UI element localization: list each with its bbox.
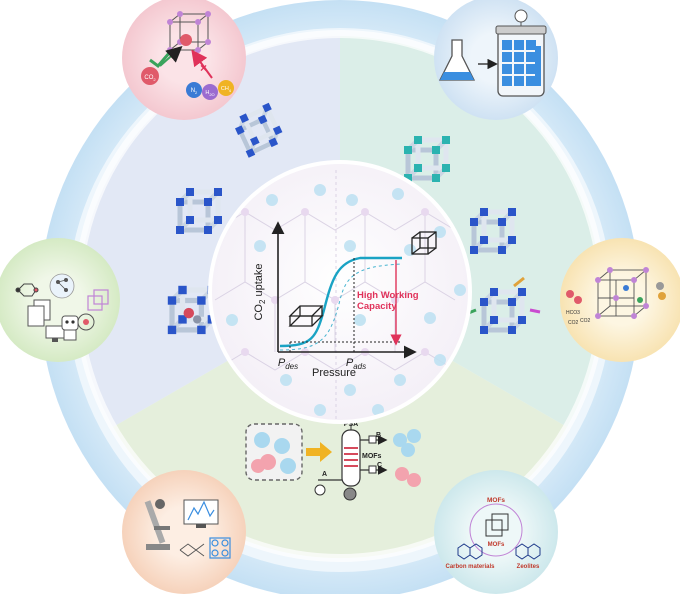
capacity-label-line1: High Working [357, 290, 419, 301]
x-axis-label: Pressure [312, 367, 356, 379]
p-des-label: Pdes [278, 357, 298, 371]
psa-column [341, 429, 361, 487]
c-label: C [377, 462, 382, 469]
mof-structure-icon [209, 537, 231, 559]
circle-bg [434, 470, 558, 594]
zeolite-icon [515, 543, 541, 560]
flask-icon [438, 39, 476, 81]
robot-icon [61, 315, 79, 341]
valve-icon [314, 484, 326, 496]
capacity-label-line2: Capacity [357, 301, 397, 312]
circle-binding: HCO3 CO2 CO2 [560, 238, 680, 362]
circle-bg [122, 470, 246, 594]
circle-characterization [122, 470, 246, 594]
venn-circle [469, 503, 523, 557]
p-ads-label: Pads [346, 357, 366, 371]
circle-bg [560, 238, 680, 362]
lattice-icon-high [411, 231, 437, 255]
isotherm-curve [279, 256, 402, 348]
zeolites-label: Zeolites [517, 564, 540, 570]
circle-selectivity: × CO2 N2 H2O CH4 [122, 0, 246, 120]
process-arrow-icon [306, 442, 332, 462]
lattice-icon-low [288, 305, 324, 327]
carbon-label: Carbon materials [445, 564, 495, 570]
mof-cube-3 [168, 286, 216, 334]
target-icon [77, 313, 95, 331]
pump-icon [343, 487, 357, 501]
separation-process: PSA B C MOFs A [245, 421, 421, 501]
ch4-molecule: CH4 [221, 86, 232, 93]
circle-bg [122, 0, 246, 120]
circle-bg [0, 238, 120, 362]
circle-computation [0, 238, 120, 362]
mofs-center-label: MOFs [488, 542, 505, 548]
mofs-top-label: MOFs [487, 497, 505, 504]
monitor-icon [183, 499, 219, 528]
carbon-icon [457, 543, 483, 560]
circle-synthesis [434, 0, 558, 120]
co2-label-1: CO2 [580, 318, 591, 324]
co2-label-2: CO2 [568, 320, 579, 326]
a-label: A [322, 471, 327, 478]
hco3-label: HCO3 [566, 310, 580, 316]
n2-molecule: N2 [191, 88, 198, 95]
co2-molecule: CO2 [144, 75, 156, 82]
b-label: B [376, 432, 381, 439]
sorbent-jar-icon [495, 9, 547, 97]
mof-frameworks-left [168, 103, 286, 334]
molecule-icon [15, 283, 39, 297]
isotherm-chart: CO2 uptake Pressure Pdes Pads High Worki… [253, 221, 437, 379]
network-structure-icon [179, 543, 205, 557]
y-axis-label: CO2 uptake [253, 263, 267, 320]
lattice-icon [87, 289, 109, 311]
mofs-label: MOFs [362, 453, 382, 460]
h2o-molecule: H2O [205, 90, 214, 97]
center-panel [212, 164, 468, 420]
microscope-icon [144, 499, 170, 550]
circle-materials: MOFs MOFs Carbon materials Zeolites [434, 470, 558, 594]
